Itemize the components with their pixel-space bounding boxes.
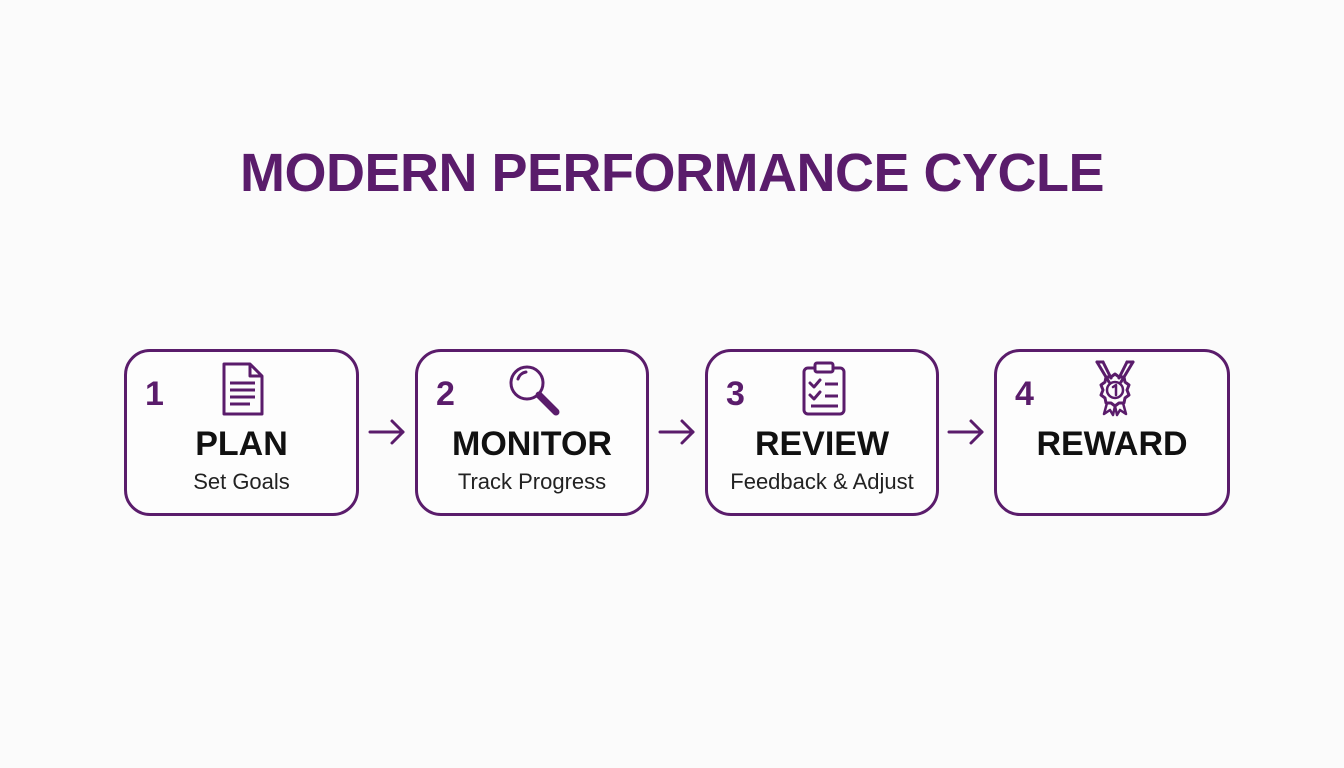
- step-label: REWARD: [1036, 425, 1188, 463]
- step-number: 3: [726, 375, 745, 413]
- step-number: 4: [1015, 375, 1034, 413]
- step-label: REVIEW: [754, 425, 890, 463]
- arrow-right-icon: [367, 416, 407, 448]
- step-card-monitor: 2 MONITOR Track Progress: [415, 349, 649, 516]
- step-subtitle: Set Goals: [193, 469, 290, 494]
- arrow-right-icon: [946, 416, 986, 448]
- clipboard-checklist-icon: [795, 358, 855, 418]
- step-number: 2: [436, 375, 455, 413]
- step-subtitle: Feedback & Adjust: [730, 469, 914, 494]
- step-card-reward: 4 REWARD: [994, 349, 1230, 516]
- magnifier-icon: [504, 358, 564, 418]
- step-number: 1: [145, 375, 164, 413]
- step-subtitle: Track Progress: [457, 469, 607, 494]
- document-icon: [214, 358, 274, 418]
- award-medal-icon: [1085, 358, 1145, 418]
- step-card-plan: 1 PLAN Set Goals: [124, 349, 359, 516]
- arrow-right-icon: [657, 416, 697, 448]
- step-label: MONITOR: [452, 425, 612, 463]
- step-label: PLAN: [195, 425, 288, 463]
- diagram-title: MODERN PERFORMANCE CYCLE: [239, 143, 1105, 203]
- step-card-review: 3 REVIEW Feedback & Adjust: [705, 349, 939, 516]
